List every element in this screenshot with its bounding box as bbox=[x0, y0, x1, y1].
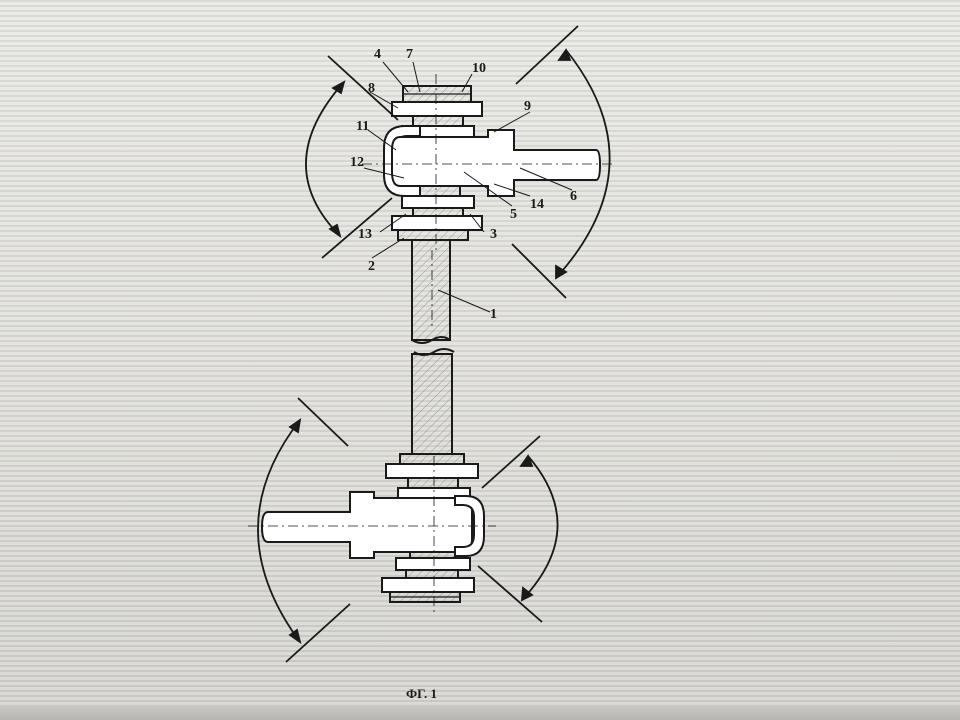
bottom-lower-neck bbox=[405, 569, 459, 579]
top-base-plate bbox=[397, 229, 469, 241]
label-13: 13 bbox=[358, 227, 372, 242]
monitor-bezel-strip bbox=[0, 706, 960, 720]
top-lower-neck bbox=[412, 207, 464, 217]
label-11: 11 bbox=[356, 119, 369, 134]
leader-lines bbox=[363, 61, 573, 313]
part-labels: 4 7 10 8 9 11 12 6 14 5 13 3 2 1 bbox=[350, 47, 577, 322]
bottom-top-plate bbox=[399, 453, 465, 465]
label-10: 10 bbox=[472, 61, 486, 76]
bottom-rotation-indicators bbox=[257, 397, 559, 663]
shaft-break-upper bbox=[411, 336, 451, 344]
label-3: 3 bbox=[490, 227, 497, 242]
figure-caption: ФГ. 1 bbox=[406, 686, 437, 701]
label-2: 2 bbox=[368, 259, 375, 274]
bottom-joint-assembly bbox=[248, 453, 496, 612]
shaft bbox=[411, 239, 455, 455]
top-lower-flange bbox=[391, 215, 483, 231]
label-6: 6 bbox=[570, 189, 577, 204]
bottom-pin-body bbox=[260, 491, 473, 559]
label-8: 8 bbox=[368, 81, 375, 96]
label-1: 1 bbox=[490, 307, 497, 322]
label-7: 7 bbox=[406, 47, 413, 62]
bottom-c-socket bbox=[454, 495, 485, 557]
label-4: 4 bbox=[374, 47, 381, 62]
label-14: 14 bbox=[530, 197, 544, 212]
shaft-lower bbox=[411, 353, 453, 455]
bottom-top-flange bbox=[385, 463, 479, 479]
top-flange bbox=[391, 101, 483, 117]
shaft-upper bbox=[411, 239, 451, 341]
label-5: 5 bbox=[510, 207, 517, 222]
bottom-lower-collar bbox=[395, 557, 471, 571]
top-rotation-indicators bbox=[305, 25, 611, 299]
bottom-neck bbox=[407, 477, 459, 489]
bottom-lower-flange bbox=[381, 577, 475, 593]
label-12: 12 bbox=[350, 155, 364, 170]
top-lower-collar bbox=[401, 195, 475, 209]
top-joint-assembly bbox=[362, 74, 612, 250]
label-9: 9 bbox=[524, 99, 531, 114]
top-pin-body bbox=[391, 129, 602, 197]
top-neck bbox=[412, 115, 464, 127]
